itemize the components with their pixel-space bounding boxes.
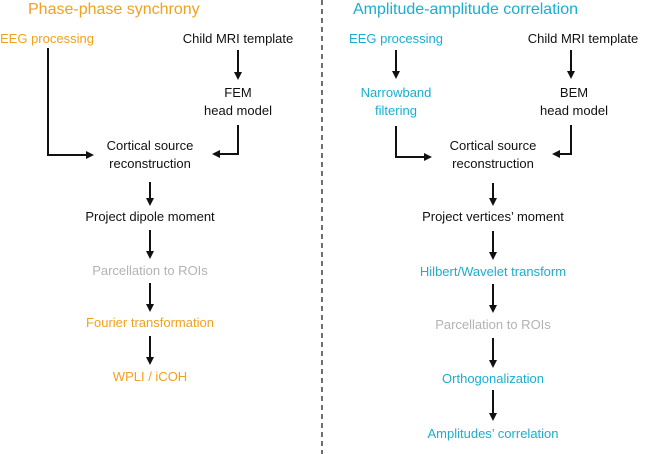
- right-mri-template: Child MRI template: [527, 31, 639, 46]
- arrow-bem-to-source: [552, 125, 572, 158]
- arrow-filter-to-source-right: [395, 126, 432, 161]
- narrowband-filtering-line2: filtering: [375, 103, 417, 118]
- bem-head-model-line2: head model: [540, 103, 608, 118]
- left-parcellation-to-rois: Parcellation to ROIs: [92, 263, 208, 278]
- arrow-eeg-to-source-left: [47, 48, 94, 159]
- orthogonalization: Orthogonalization: [442, 371, 544, 386]
- bem-head-model: BEM head model: [526, 84, 622, 120]
- project-vertices-moment: Project vertices’ moment: [422, 209, 564, 224]
- right-source-line1: Cortical source: [449, 138, 537, 153]
- right-parcellation-to-rois: Parcellation to ROIs: [435, 317, 551, 332]
- amplitudes-correlation: Amplitudes’ correlation: [427, 426, 559, 441]
- fem-head-model-line1: FEM: [224, 85, 252, 100]
- left-eeg-processing: EEG processing: [0, 31, 94, 46]
- narrowband-filtering: Narrowband filtering: [346, 84, 446, 120]
- project-dipole-moment: Project dipole moment: [85, 209, 215, 224]
- wpli-icoh: WPLI / iCOH: [112, 369, 188, 384]
- left-source-line1: Cortical source: [106, 138, 194, 153]
- narrowband-filtering-line1: Narrowband: [360, 85, 432, 100]
- left-source-line2: reconstruction: [109, 156, 191, 171]
- right-eeg-processing: EEG processing: [349, 31, 443, 46]
- right-source-line2: reconstruction: [452, 156, 534, 171]
- right-cortical-source-reconstruction: Cortical source reconstruction: [435, 137, 551, 173]
- fem-head-model: FEM head model: [190, 84, 286, 120]
- fem-head-model-line2: head model: [204, 103, 272, 118]
- arrow-fem-to-source: [212, 125, 239, 158]
- bem-head-model-line1: BEM: [559, 85, 589, 100]
- left-panel-title: Phase-phase synchrony: [28, 1, 200, 18]
- left-cortical-source-reconstruction: Cortical source reconstruction: [92, 137, 208, 173]
- right-panel-title: Amplitude-amplitude correlation: [353, 1, 578, 18]
- hilbert-wavelet-transform: Hilbert/Wavelet transform: [419, 264, 567, 279]
- left-mri-template: Child MRI template: [182, 31, 294, 46]
- fourier-transformation: Fourier transformation: [86, 315, 214, 330]
